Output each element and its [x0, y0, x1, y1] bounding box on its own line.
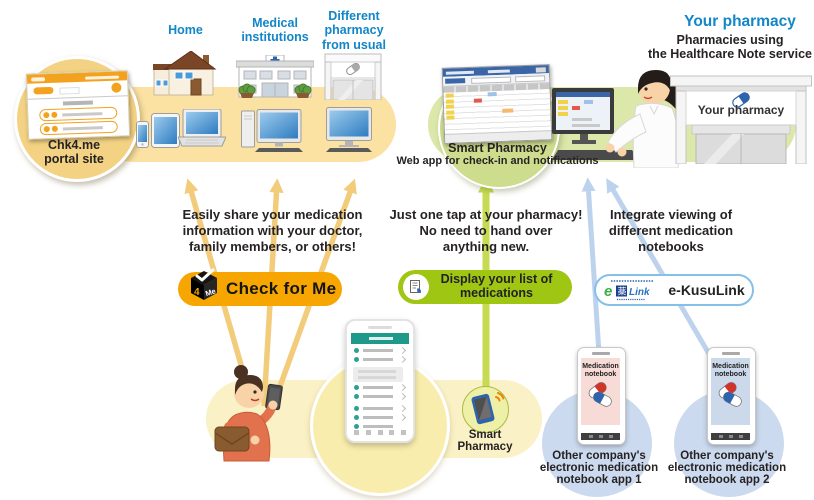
tablet-icon	[151, 113, 180, 148]
other-app-2-caption: Other company's electronic medication no…	[667, 450, 787, 486]
notebook-screen-title: Medication notebook	[712, 363, 749, 379]
check-cube-icon: 4 Me	[191, 268, 217, 300]
label-medical-institutions: Medical institutions	[241, 16, 309, 45]
medication-list-icon	[403, 274, 429, 300]
check-for-me-button[interactable]: 4 Me Check for Me	[178, 268, 342, 306]
web-app-screenshot	[441, 64, 553, 144]
desktop-pc-icon	[241, 109, 303, 152]
monitor-icon	[326, 107, 372, 152]
hospital-icon	[236, 55, 314, 98]
smartphone-icon	[136, 121, 149, 148]
svg-text:4: 4	[194, 287, 200, 298]
label-home: Home	[168, 23, 203, 37]
smart-pharmacy-tap-circle	[462, 386, 509, 433]
pharmacy-storefront-illustration	[670, 75, 812, 164]
pills-icon	[588, 382, 612, 407]
web-app-title: Smart Pharmacy	[448, 141, 547, 155]
notebook-screen-title: Medication notebook	[582, 363, 619, 379]
label-your-pharmacy: Your pharmacy	[684, 13, 796, 30]
app-header	[351, 333, 409, 344]
portal-screenshot	[25, 70, 131, 140]
bush-right	[294, 83, 312, 98]
svg-text:Me: Me	[204, 286, 217, 298]
svg-text:e: e	[604, 283, 612, 300]
bush-left	[238, 83, 256, 98]
patient-app-screenshot	[345, 319, 415, 443]
display-medications-button[interactable]: Display your list of medications	[398, 270, 572, 304]
e-kusulink-logo: e 薬 Link	[604, 280, 654, 301]
patient-illustration	[214, 365, 283, 462]
e-kusulink-label: e-KusuLink	[668, 282, 745, 298]
portal-caption: Chk4.me portal site	[44, 138, 104, 166]
nfc-phone-icon	[471, 392, 505, 425]
house-icon	[153, 51, 217, 96]
portal-circle	[14, 56, 140, 182]
smart-pharmacy-caption: Smart Pharmacy	[457, 429, 513, 453]
other-app-1-caption: Other company's electronic medication no…	[539, 450, 659, 486]
label-healthcare-note: Pharmacies using the Healthcare Note ser…	[648, 33, 812, 61]
pharmacist-illustration	[552, 70, 681, 168]
capsule-glyph	[346, 62, 360, 76]
svg-text:Link: Link	[629, 287, 650, 298]
medication-notebook-phone-2: Medication notebook	[707, 347, 756, 445]
storefront-sign: Your pharmacy	[697, 103, 785, 117]
display-medications-label: Display your list of medications	[440, 272, 553, 300]
laptop-icon	[178, 109, 226, 147]
message-integrate: Integrate viewing of different medicatio…	[608, 207, 734, 254]
check-for-me-label: Check for Me	[226, 279, 337, 298]
web-app-subtitle: Web app for check-in and notifications	[396, 155, 599, 167]
pills-icon	[718, 382, 742, 407]
e-kusulink-button[interactable]: e 薬 Link e-KusuLink	[594, 274, 754, 306]
web-app-circle	[438, 64, 560, 189]
pharmacy-store-icon	[324, 53, 382, 100]
svg-text:薬: 薬	[618, 286, 627, 297]
capsule-icon	[732, 92, 750, 108]
label-different-pharmacy: Different pharmacy from usual	[322, 9, 386, 52]
medication-notebook-phone-1: Medication notebook	[577, 347, 626, 445]
message-share: Easily share your medication information…	[182, 207, 363, 254]
message-one-tap: Just one tap at your pharmacy! No need t…	[389, 207, 583, 254]
